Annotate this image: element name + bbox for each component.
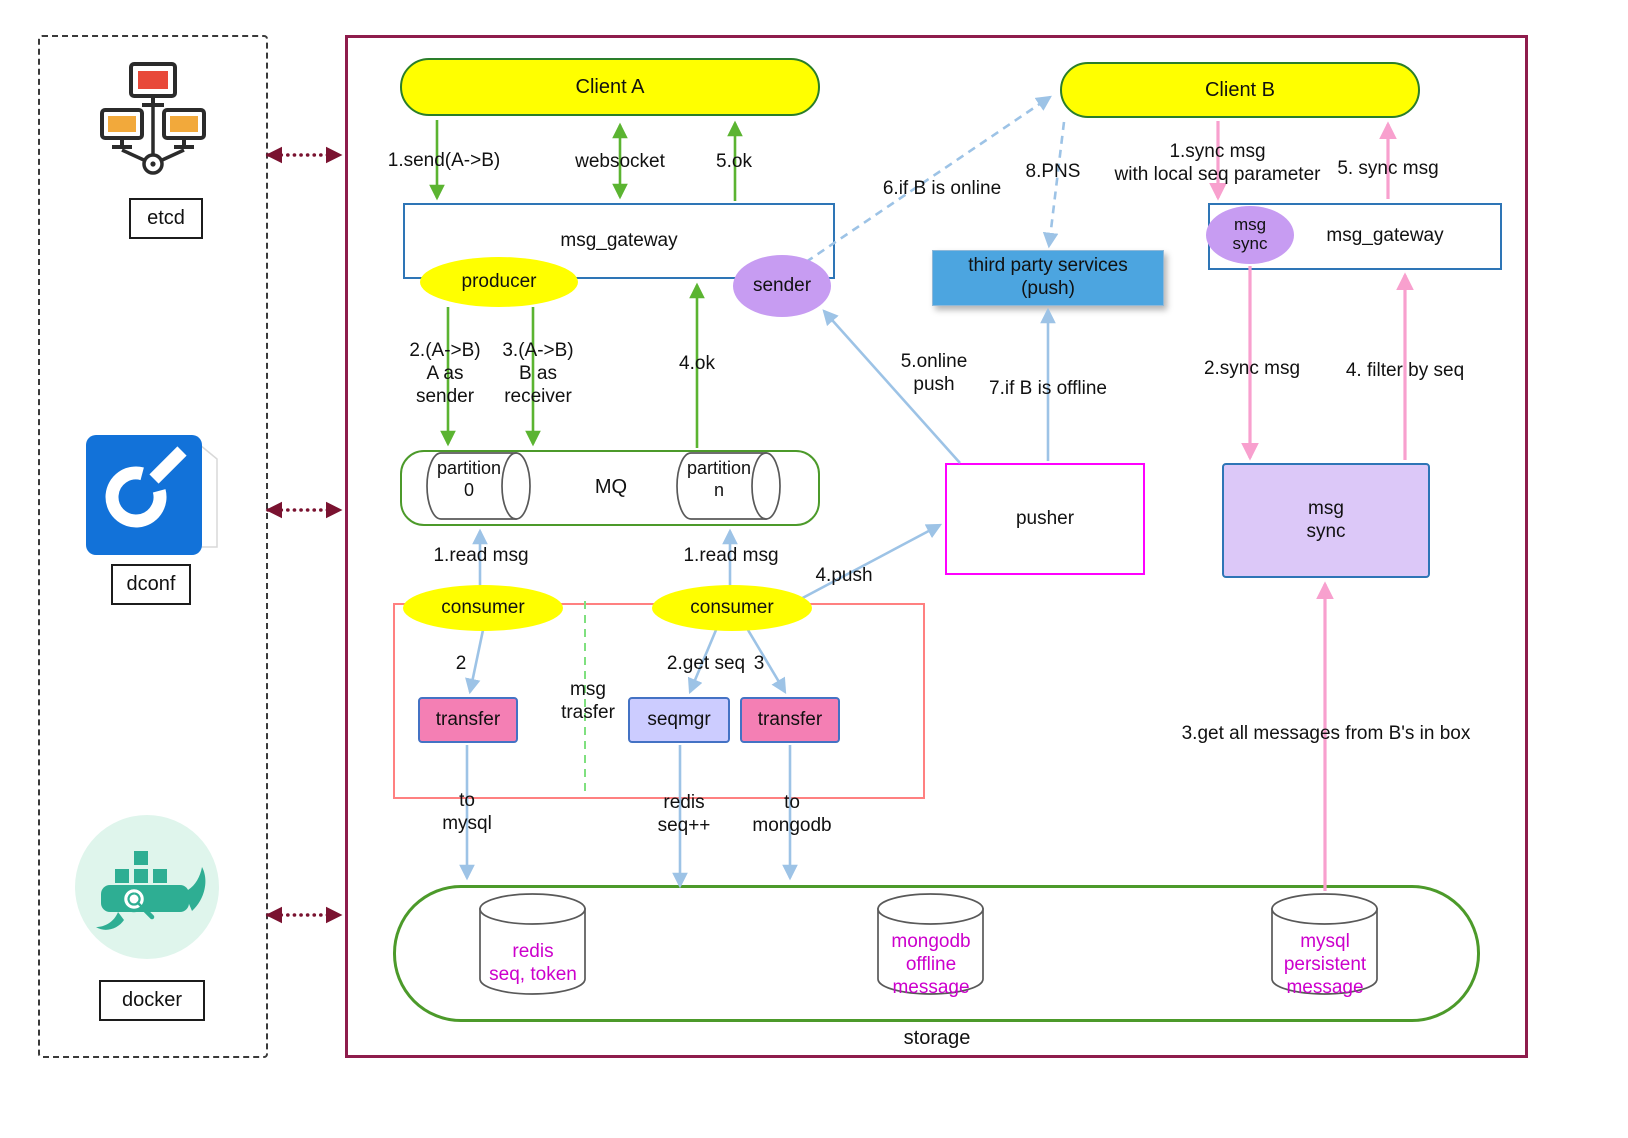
pusher-node: pusher [945,463,1145,575]
client-b-node: Client B [1060,62,1420,118]
storage-label: storage [903,1027,971,1049]
msg-sync-node: msg sync [1222,463,1430,578]
system-boundary-frame [345,35,1528,1058]
producer-ellipse: producer [420,257,578,307]
send-arrow-label: 1.send(A->B) [387,150,501,171]
mq-label: MQ [594,476,628,498]
docker-label: docker [99,980,205,1021]
pns-arrow-label: 8.PNS [1025,161,1081,182]
infra-panel-frame [38,35,268,1058]
step3-arrow-label: 3 [753,653,765,674]
if-offline-arrow-label: 7.if B is offline [989,378,1107,399]
filter4-arrow-label: 4. filter by seq [1345,360,1465,381]
read-msg-left-label: 1.read msg [433,545,529,566]
online-push-arrow-label: 5.online push [900,351,968,396]
mongodb-db-label: mongodb offline message [891,931,971,999]
transfer-left-node: transfer [418,697,518,743]
websocket-arrow-label: websocket [575,151,665,172]
consumer-right-ellipse: consumer [652,585,812,631]
msg-sync-badge-ellipse: msg sync [1206,206,1294,264]
dconf-icon [86,435,218,555]
mq-node [400,450,820,526]
to-partitionn-arrow-label: 3.(A->B) B as receiver [502,340,574,408]
get-all-arrow-label: 3.get all messages from B's in box [1181,723,1471,744]
read-msg-right-label: 1.read msg [683,545,779,566]
step2-arrow-label: 2 [455,653,467,674]
consumer-left-ellipse: consumer [403,585,563,631]
seqmgr-node: seqmgr [628,697,730,743]
to-mysql-arrow-label: to mysql [442,790,492,835]
redis-db-label: redis seq, token [489,941,577,986]
third-party-services-node: third party services (push) [932,250,1164,306]
redis-seq-arrow-label: redis seq++ [657,792,711,837]
transfer-right-node: transfer [740,697,840,743]
sync5-arrow-label: 5. sync msg [1337,158,1439,179]
dconf-label: dconf [111,564,191,605]
mysql-db-label: mysql persistent message [1283,931,1367,999]
get-seq-arrow-label: 2.get seq [666,653,746,674]
msg-trasfer-label: msg trasfer [561,679,615,724]
partition-0-label: partition 0 [436,458,502,500]
sync1-arrow-label: 1.sync msg with local seq parameter [1114,141,1321,186]
client-a-node: Client A [400,58,820,116]
etcd-icon [100,62,206,175]
infra-links [265,146,343,924]
sync2-arrow-label: 2.sync msg [1203,358,1301,379]
etcd-label: etcd [129,198,203,239]
docker-icon [75,815,219,959]
to-mongodb-arrow-label: to mongodb [752,792,832,837]
push4-arrow-label: 4.push [815,565,873,586]
ok4-arrow-label: 4.ok [679,353,715,374]
if-online-arrow-label: 6.if B is online [882,178,1002,199]
partition-n-label: partition n [686,458,752,500]
storage-node [393,885,1480,1022]
sender-ellipse: sender [733,255,831,317]
ok5-arrow-label: 5.ok [716,151,752,172]
to-partition0-arrow-label: 2.(A->B) A as sender [409,340,481,408]
